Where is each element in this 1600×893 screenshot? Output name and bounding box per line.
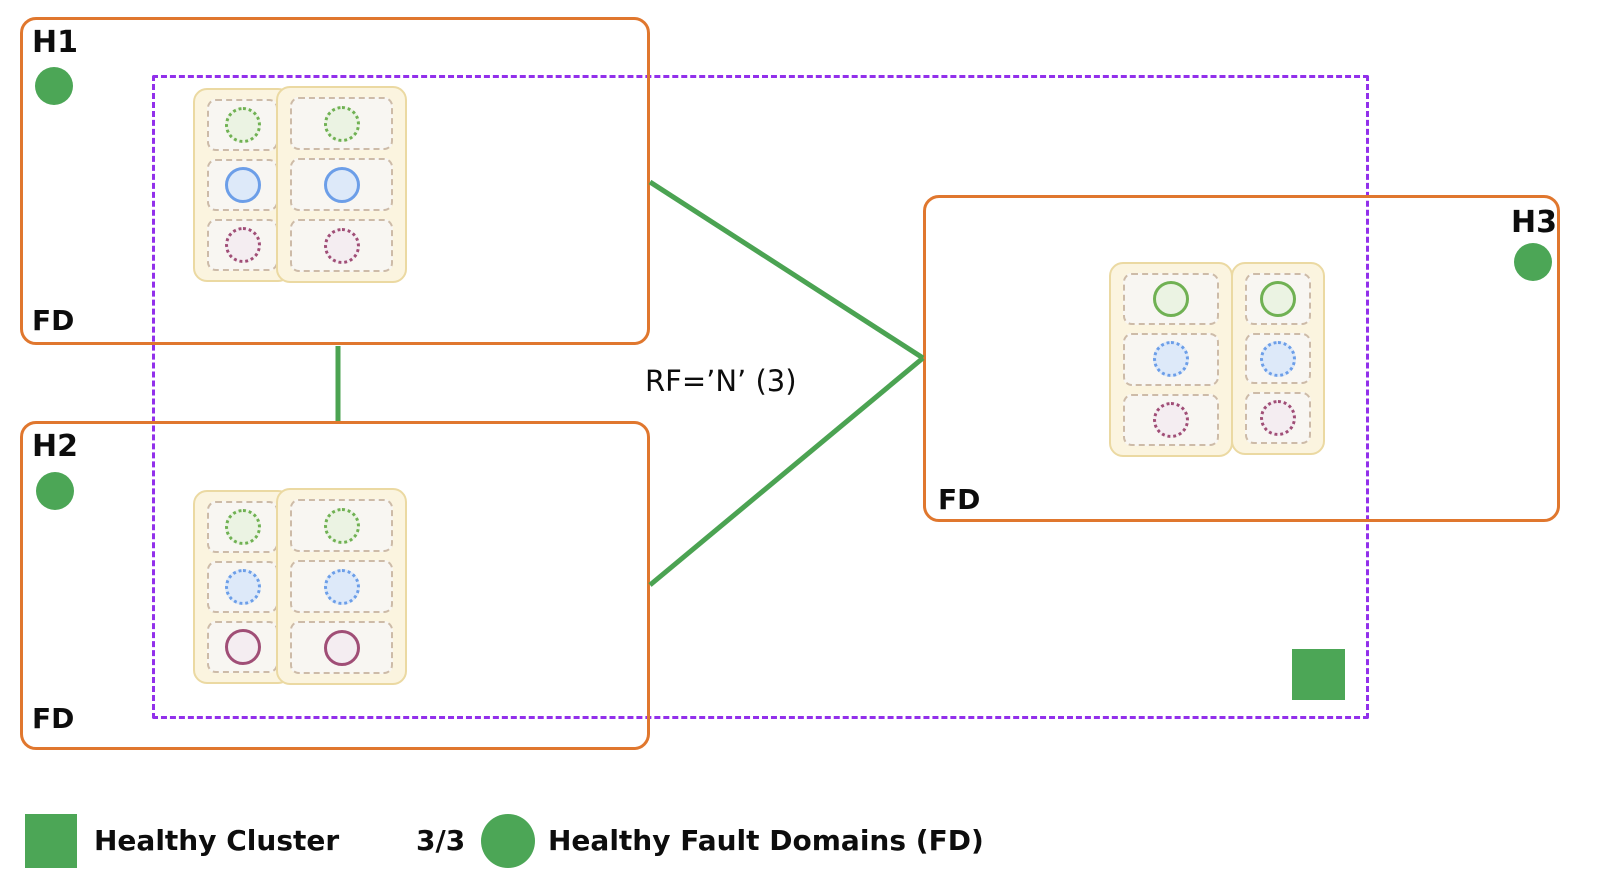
legend-fd-ratio: 3/3 — [416, 824, 466, 857]
healthy-fd-dot-h1 — [35, 67, 73, 105]
object-slot — [1123, 273, 1219, 326]
object-slot — [290, 560, 393, 613]
legend-healthy-cluster-square-icon — [25, 814, 77, 868]
blue-replica-dotted-icon — [1260, 340, 1296, 377]
legend-fd-label: Healthy Fault Domains (FD) — [548, 824, 984, 857]
disk-group-h1-b — [276, 86, 407, 283]
maroon-replica-solid-icon — [323, 629, 360, 666]
fd-label-h2: FD — [32, 702, 75, 735]
fd-label-h3: FD — [938, 483, 981, 516]
green-replica-dotted-icon — [224, 509, 261, 545]
object-slot — [290, 499, 393, 552]
object-slot — [1245, 392, 1311, 445]
green-replica-dotted-icon — [323, 105, 360, 142]
cluster-boundary-dashed-box — [152, 75, 1369, 719]
object-slot — [207, 561, 278, 613]
host-box-h1 — [20, 17, 650, 345]
object-slot — [207, 219, 278, 271]
object-slot — [1245, 332, 1311, 385]
green-replica-solid-icon — [1260, 280, 1296, 317]
blue-replica-dotted-icon — [224, 569, 261, 605]
healthy-fd-dot-h3 — [1514, 243, 1552, 281]
host-label-h2: H2 — [32, 429, 78, 464]
object-slot — [1123, 393, 1219, 446]
legend-healthy-fd-circle-icon — [481, 814, 535, 868]
blue-replica-dotted-icon — [1153, 341, 1189, 378]
host-label-h3: H3 — [1511, 205, 1557, 240]
object-slot — [290, 219, 393, 272]
host-label-h1: H1 — [32, 25, 78, 60]
green-replica-solid-icon — [1153, 281, 1189, 318]
disk-group-h3-b — [1231, 262, 1325, 455]
object-slot — [290, 621, 393, 674]
fd-label-h1: FD — [32, 304, 75, 337]
healthy-fd-dot-h2 — [36, 472, 74, 510]
object-slot — [290, 158, 393, 211]
cluster-health-square-icon — [1292, 649, 1345, 700]
replication-factor-label: RF=’N’ (3) — [645, 364, 797, 398]
object-slot — [207, 159, 278, 211]
disk-group-h2-b — [276, 488, 407, 685]
blue-replica-dotted-icon — [323, 568, 360, 605]
object-slot — [207, 621, 278, 673]
green-replica-dotted-icon — [224, 107, 261, 143]
blue-replica-solid-icon — [323, 166, 360, 203]
maroon-replica-dotted-icon — [1153, 401, 1189, 438]
maroon-replica-dotted-icon — [1260, 400, 1296, 437]
maroon-replica-dotted-icon — [323, 227, 360, 264]
object-slot — [207, 501, 278, 553]
object-slot — [1245, 273, 1311, 325]
legend-cluster-label: Healthy Cluster — [94, 824, 340, 857]
maroon-replica-dotted-icon — [224, 227, 261, 263]
blue-replica-solid-icon — [224, 167, 261, 203]
object-slot — [290, 97, 393, 150]
maroon-replica-solid-icon — [224, 629, 261, 665]
object-slot — [1123, 333, 1219, 386]
green-replica-dotted-icon — [323, 507, 360, 544]
disk-group-h1-a — [193, 88, 292, 282]
disk-group-h3-a — [1109, 262, 1233, 457]
object-slot — [207, 99, 278, 151]
